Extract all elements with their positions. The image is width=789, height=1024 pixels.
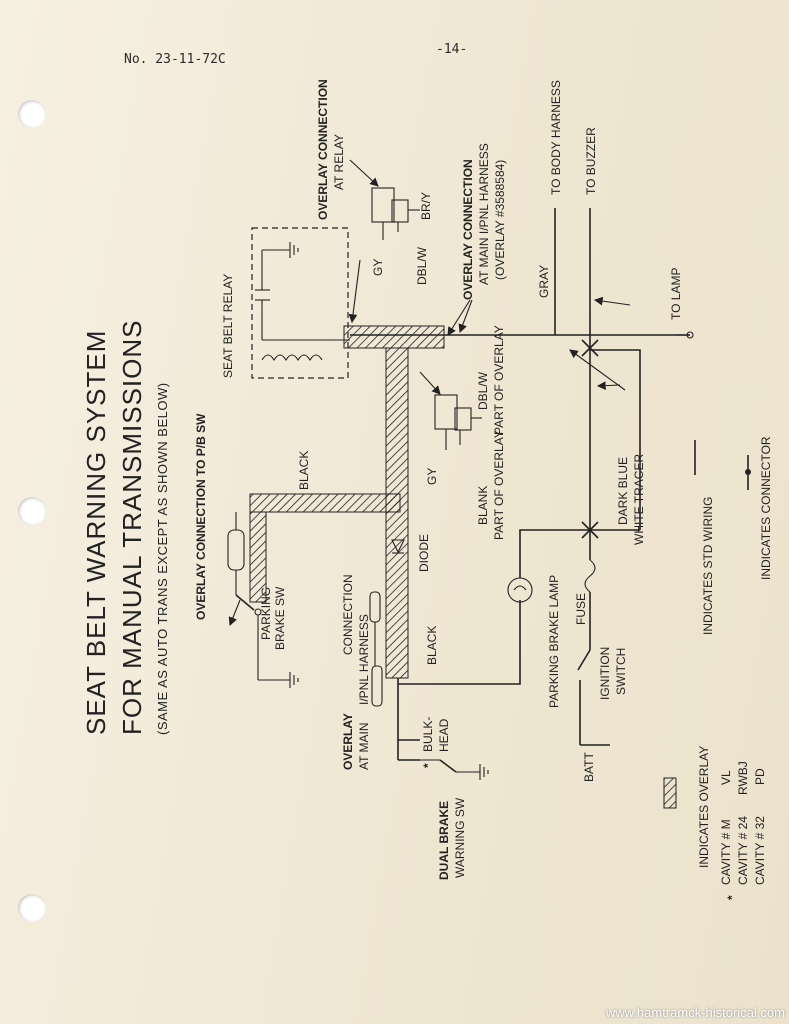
relay-coil-icon	[261, 354, 323, 362]
overlay-main-label-3: (OVERLAY #3588584)	[493, 160, 507, 280]
diode-label: DIODE	[417, 534, 431, 572]
black-top-label: BLACK	[297, 451, 311, 490]
dual-brake-label-1: DUAL BRAKE	[437, 801, 451, 880]
ignition-switch-icon	[577, 592, 610, 746]
relay-ground-icon	[289, 242, 299, 258]
seat-belt-relay	[251, 227, 350, 379]
fuse-icon	[584, 559, 596, 593]
parking-brake-lamp-icon	[507, 577, 533, 603]
br-y-label: BR/Y	[419, 192, 433, 220]
relay-dashed-box	[251, 227, 349, 379]
blank-label: BLANK	[476, 486, 490, 525]
to-lamp-label: TO LAMP	[669, 268, 683, 320]
dual-brake-switch-icon	[420, 759, 480, 773]
cavity-row-2-code: RWBJ	[736, 761, 750, 795]
seat-belt-relay-label: SEAT BELT RELAY	[221, 274, 235, 378]
bulkhead-star: *	[421, 763, 435, 768]
parking-brake-sw-label-2: BRAKE SW	[273, 586, 287, 650]
cavity-star: *	[725, 895, 739, 900]
to-buzzer-label: TO BUZZER	[584, 127, 598, 195]
legend-connector-label: INDICATES CONNECTOR	[759, 436, 773, 580]
title-note: (SAME AS AUTO TRANS EXCEPT AS SHOWN BELO…	[155, 382, 170, 735]
overlay-lower-label-1: CONNECTION	[341, 574, 355, 655]
legend-connector-mark	[745, 455, 751, 490]
punch-hole-middle	[18, 497, 46, 525]
dbl-w-part-label: PART OF OVERLAY	[492, 325, 506, 435]
batt-label: BATT	[582, 752, 596, 782]
mid-connector-icon	[419, 371, 482, 450]
parking-brake-sw-label-1: PARKING	[259, 587, 273, 640]
dark-blue-label-1: DARK BLUE	[616, 457, 630, 525]
part-of-overlay-label: PART OF OVERLAY	[492, 430, 506, 540]
legend-overlay-swatch	[663, 777, 677, 809]
ground-icon	[289, 672, 299, 688]
cavity-row-3-label: CAVITY # 32	[753, 816, 767, 885]
title-group: SEAT BELT WARNING SYSTEM FOR MANUAL TRAN…	[81, 320, 170, 736]
dbl-w-mid-label: DBL/W	[476, 371, 490, 410]
overlay-harness-branch	[249, 493, 401, 513]
legend-overlay-label: INDICATES OVERLAY	[697, 746, 711, 868]
legend-std-label: INDICATES STD WIRING	[701, 497, 715, 635]
black-low-label: BLACK	[425, 626, 439, 665]
bulkhead-label-1: BULK-	[421, 717, 435, 752]
overlay-harness-vertical	[385, 347, 409, 679]
overlay-relay-label-2: AT RELAY	[332, 134, 346, 190]
lamp-terminal-icon	[675, 331, 694, 339]
cavity-row-1-label: CAVITY # M	[719, 819, 733, 885]
fuse-label: FUSE	[574, 593, 588, 625]
cavity-row-3-code: PD	[753, 768, 767, 785]
ignition-label-1: IGNITION	[598, 647, 612, 700]
overlay-pb-sw-label: OVERLAY CONNECTION TO P/B SW	[194, 413, 208, 620]
parking-brake-lamp-label: PARKING BRAKE LAMP	[547, 575, 561, 708]
leader-arrows	[348, 259, 631, 391]
cavity-row-1-code: VL	[719, 770, 733, 785]
title-line-2: FOR MANUAL TRANSMISSIONS	[117, 320, 147, 736]
title-line-1: SEAT BELT WARNING SYSTEM	[81, 330, 111, 735]
lower-connector-icons	[369, 591, 383, 707]
watermark: www.hamtramck-historical.com	[605, 1005, 785, 1020]
overlay-harness-top	[343, 325, 445, 349]
bulkhead-label-2: HEAD	[437, 718, 451, 752]
punch-hole-bottom	[18, 894, 46, 922]
overlay-lower-label-2: I/PNL HARNESS	[357, 614, 371, 705]
ignition-label-2: SWITCH	[614, 648, 628, 695]
overlay-harness-drop	[249, 511, 267, 603]
gy-mid-label: GY	[425, 468, 439, 485]
dual-brake-label-2: WARNING SW	[453, 797, 467, 878]
overlay-main-label-2: AT MAIN I/PNL HARNESS	[477, 143, 491, 285]
cavity-row-2-label: CAVITY # 24	[736, 816, 750, 885]
overlay-main-label-1: OVERLAY CONNECTION	[461, 159, 475, 300]
parking-brake-switch-icon	[227, 512, 290, 681]
gy-top-label: GY	[371, 259, 385, 276]
dual-brake-ground-icon	[479, 764, 489, 780]
overlay-lower-label-3: OVERLAY	[341, 713, 355, 770]
punch-hole-top	[18, 100, 46, 128]
dbl-w-top-label: DBL/W	[415, 246, 429, 285]
dark-blue-label-2: WHITE TRACER	[632, 454, 646, 545]
document-number: No. 23-11-72C	[124, 52, 226, 67]
overlay-lower-label-4: AT MAIN	[357, 722, 371, 770]
diode-icon	[391, 539, 405, 554]
to-body-harness-label: TO BODY HARNESS	[549, 80, 563, 195]
page-number: -14-	[436, 42, 468, 57]
relay-connector-icon	[349, 159, 420, 240]
overlay-harness	[249, 325, 445, 679]
gray-label: GRAY	[537, 265, 551, 298]
overlay-relay-label-1: OVERLAY CONNECTION	[316, 79, 330, 220]
